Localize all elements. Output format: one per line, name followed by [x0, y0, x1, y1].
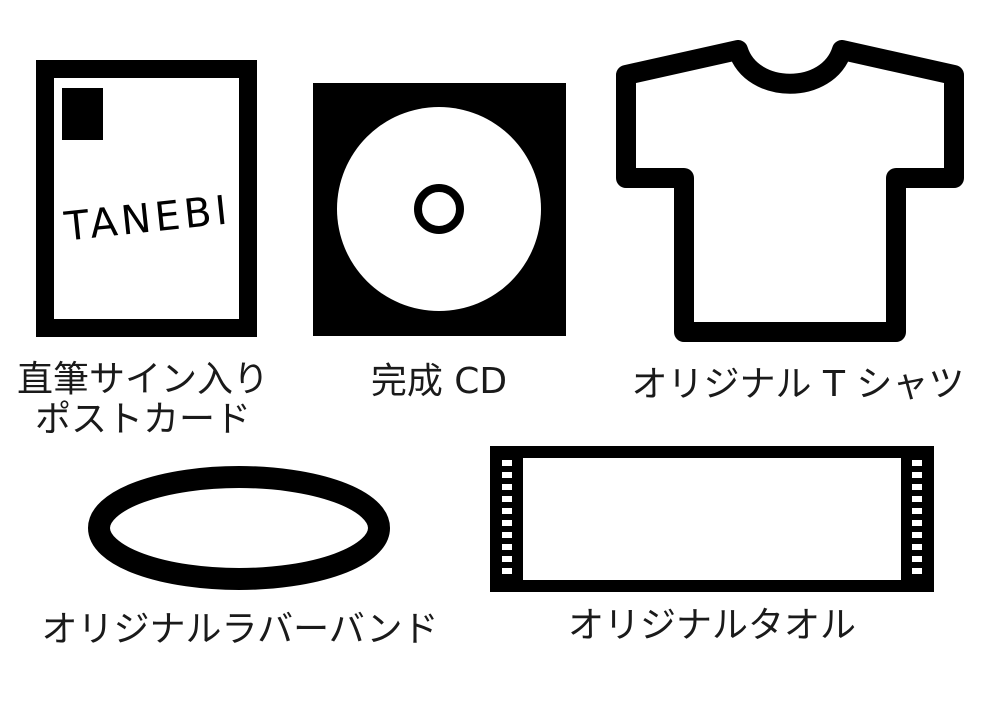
towel-label: オリジナルタオル: [567, 605, 856, 646]
stamp-icon: [62, 88, 103, 140]
postcard-label-line1: 直筆サイン入り: [16, 359, 269, 400]
postcard-icon: TANEBI: [36, 60, 257, 337]
tshirt-label: オリジナル T シャツ: [631, 364, 965, 405]
disc-hole-icon: [414, 184, 464, 234]
rubber-band-icon: [88, 466, 390, 590]
cd-label: 完成 CD: [370, 361, 508, 402]
postcard-label-line2: ポストカード: [34, 399, 251, 440]
towel-fringe-left: [502, 460, 512, 574]
cd-icon: [313, 83, 566, 336]
rubber-band-label: オリジナルラバーバンド: [41, 609, 439, 650]
postcard-label: 直筆サイン入り ポストカード: [0, 360, 286, 440]
tshirt-icon: [616, 40, 964, 342]
towel-icon: [490, 446, 934, 592]
towel-fringe-right: [912, 460, 922, 574]
